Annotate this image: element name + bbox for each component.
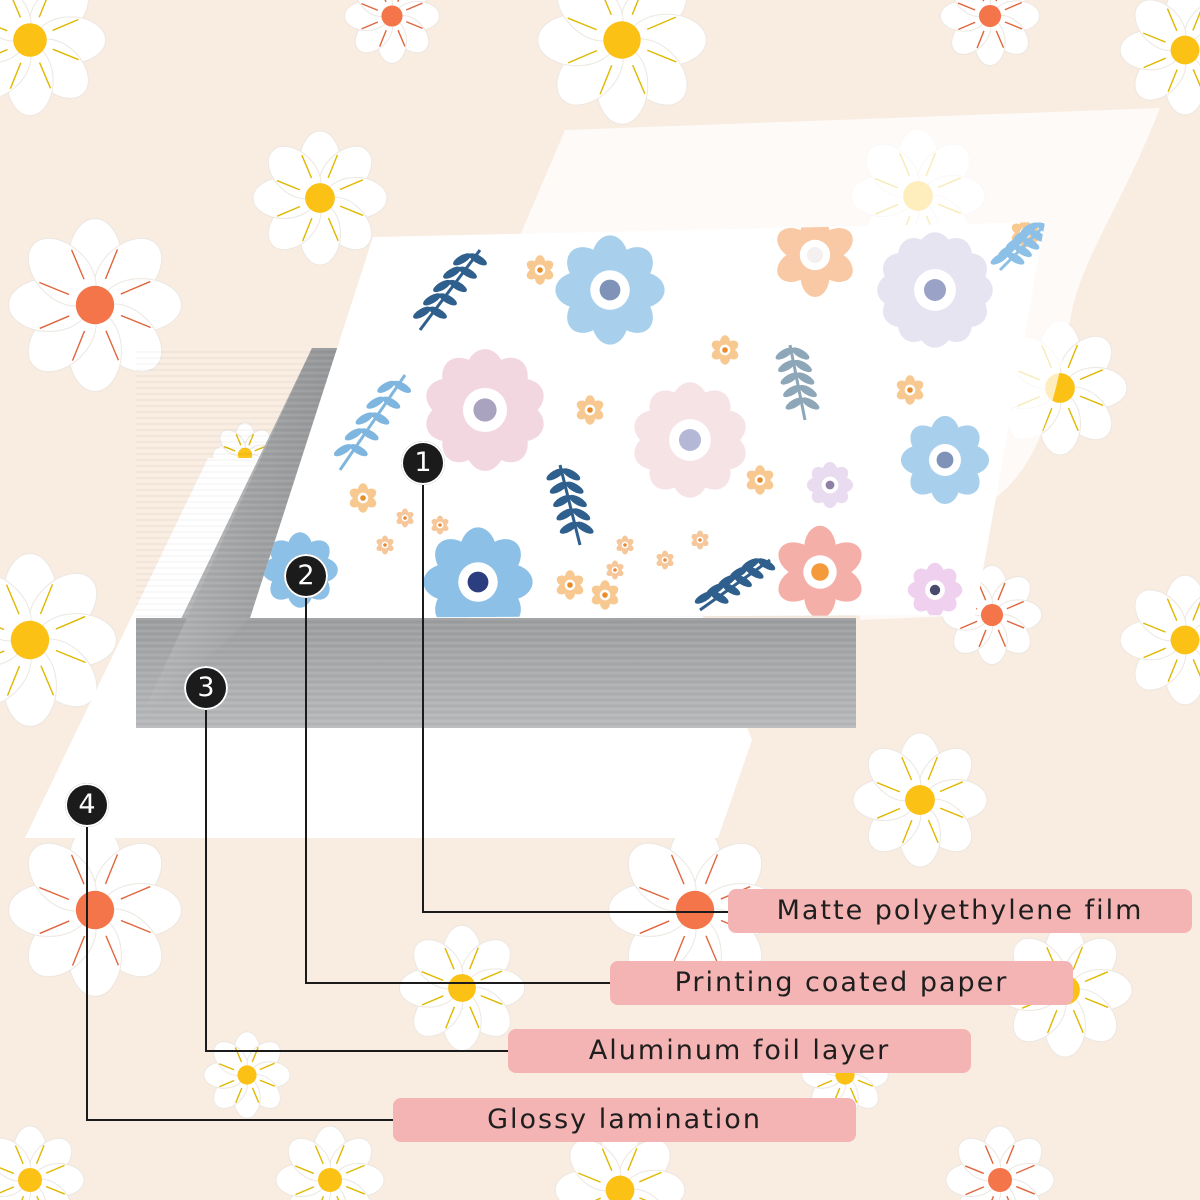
pattern-flower (396, 508, 414, 528)
pattern-flower (777, 222, 853, 297)
daisy-icon (203, 1031, 291, 1119)
label-matte-polyethylene-film: Matte polyethylene film (728, 889, 1192, 933)
daisy-icon (0, 1125, 85, 1200)
daisy-icon (852, 732, 988, 868)
daisy-icon (8, 218, 182, 392)
daisy-icon (252, 130, 388, 266)
pattern-flower (656, 550, 674, 570)
layer-marker-3: 3 (184, 666, 228, 710)
pattern-flower (606, 560, 624, 580)
leader-lines (86, 485, 728, 1121)
layer-marker-4: 4 (65, 783, 109, 827)
pattern-flower (555, 235, 665, 345)
pattern-flower (556, 570, 584, 600)
pattern-flower (576, 395, 604, 425)
daisy-icon (537, 0, 707, 125)
daisy-icon (343, 0, 441, 65)
pattern-flower (691, 530, 709, 550)
pattern-flower (526, 255, 554, 285)
pattern-flower (616, 535, 634, 555)
layer-marker-2: 2 (284, 554, 328, 598)
label-aluminum-foil-layer: Aluminum foil layer (508, 1029, 971, 1073)
daisy-icon (1119, 574, 1200, 706)
leader-line-3 (205, 710, 508, 1052)
pattern-flower (806, 461, 854, 509)
daisy-icon (939, 0, 1041, 67)
label-glossy-lamination: Glossy lamination (393, 1098, 856, 1142)
pattern-flower (591, 580, 619, 610)
daisy-icon (945, 1125, 1055, 1200)
leader-line-2 (305, 598, 610, 984)
pattern-flower (907, 562, 963, 618)
daisy-icon (941, 564, 1043, 666)
daisy-icon (275, 1125, 385, 1200)
daisy-icon (0, 553, 117, 727)
layer-marker-1: 1 (401, 441, 445, 485)
pattern-flower (877, 232, 993, 348)
pattern-flower (778, 525, 862, 618)
leader-line-1 (422, 485, 728, 913)
pattern-flower (423, 527, 533, 618)
pattern-flower (634, 382, 746, 498)
daisy-icon (1119, 0, 1200, 116)
flower-pattern (262, 222, 1045, 618)
pattern-flower (376, 535, 394, 555)
daisy-icon (8, 823, 182, 997)
pattern-flower (426, 349, 544, 471)
daisy-icon (0, 0, 107, 117)
pattern-flower (896, 375, 924, 405)
pattern-flower (900, 415, 990, 505)
leader-line-4 (86, 827, 393, 1121)
label-printing-coated-paper: Printing coated paper (610, 961, 1073, 1005)
pattern-flower (431, 515, 449, 535)
daisy-icon (398, 924, 526, 1052)
pattern-flower (349, 483, 377, 513)
pattern-flower (746, 465, 774, 495)
pattern-flower (711, 335, 739, 365)
